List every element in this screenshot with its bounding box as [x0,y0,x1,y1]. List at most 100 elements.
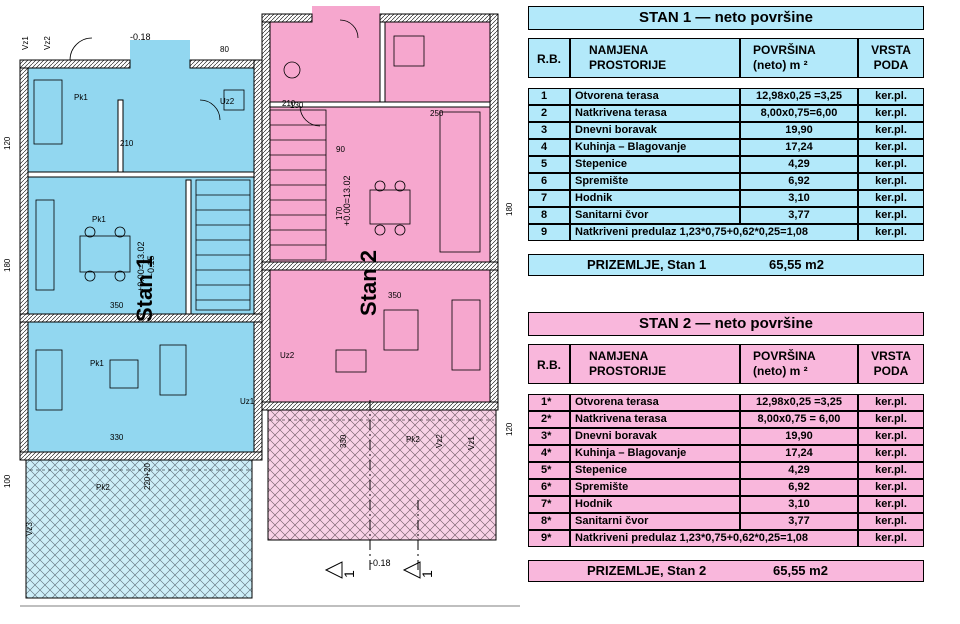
dim-text: 130 [290,101,304,110]
room-tag: Pk1 [90,359,104,368]
header-namjena: NAMJENA PROSTORIJE [570,38,740,78]
cell-area: 19,90 [740,428,858,445]
stan1-area [26,62,260,458]
cell-name: Hodnik [570,496,740,513]
wall-tag: Uz1 [240,397,255,406]
cell-area: 8,00x0,75=6,00 [740,105,858,122]
cell-rb: 3* [528,428,570,445]
stan2-label: Stan 2 [356,250,381,316]
section-mark-right: 1 [419,570,435,578]
wall-tag: Vz2 [435,434,444,448]
cell-name: Hodnik [570,190,740,207]
cell-rb: 5* [528,462,570,479]
cell-area: 6,92 [740,479,858,496]
cell-area: 8,00x0,75 = 6,00 [740,411,858,428]
dim-text: 350 [388,291,402,300]
cell-name: Otvorena terasa [570,394,740,411]
header-rb: R.B. [528,344,570,384]
cell-rb: 7 [528,190,570,207]
cell-name: Kuhinja – Blagovanje [570,139,740,156]
table-row: 9*Natkriveni predulaz 1,23*0,75+0,62*0,2… [528,530,924,547]
cell-name: Stepenice [570,156,740,173]
stan2-entry [312,6,380,24]
dim-text-vertical: 120 [3,136,12,150]
header-vrsta: VRSTA PODA [858,344,924,384]
header-povrsina: POVRŠINA (neto) m ² [740,38,858,78]
cell-floor: ker.pl. [858,173,924,190]
wall-tag: Uz2 [220,97,235,106]
cell-name: Natkrivena terasa [570,411,740,428]
room-tag: Pk2 [96,483,110,492]
dim-text: 330 [110,433,124,442]
elevation-label-c: +0.00=13.02 [342,175,352,226]
cell-name: Stepenice [570,462,740,479]
dim-text: 210 [120,139,134,148]
cell-name: Natkrivena terasa [570,105,740,122]
stan1-table: STAN 1 — neto površine R.B. NAMJENA PROS… [528,6,924,278]
cell-floor: ker.pl. [858,462,924,479]
wall-tag: Vz1 [21,36,30,50]
cell-name: Sanitarni čvor [570,513,740,530]
cell-floor: ker.pl. [858,428,924,445]
stan2-table-title: STAN 2 — neto površine [528,312,924,336]
cell-area: 17,24 [740,445,858,462]
cell-rb: 6* [528,479,570,496]
stan1-table-header: R.B. NAMJENA PROSTORIJE POVRŠINA (neto) … [528,38,924,78]
cell-name: Natkriveni predulaz 1,23*0,75+0,62*0,25=… [570,224,858,241]
cell-floor: ker.pl. [858,139,924,156]
cell-rb: 1* [528,394,570,411]
cell-name: Dnevni boravak [570,428,740,445]
cell-floor: ker.pl. [858,156,924,173]
cell-rb: 2* [528,411,570,428]
cell-floor: ker.pl. [858,207,924,224]
cell-rb: 4* [528,445,570,462]
section-line [324,400,421,579]
cell-floor: ker.pl. [858,88,924,105]
cell-floor: ker.pl. [858,479,924,496]
cell-area: 19,90 [740,122,858,139]
dim-text: 90 [336,145,345,154]
cell-floor: ker.pl. [858,513,924,530]
stan1-terrace [25,457,253,599]
room-tag: Pk1 [92,215,106,224]
dim-text: 80 [220,45,229,54]
stan2-table: STAN 2 — neto površine R.B. NAMJENA PROS… [528,312,924,584]
cell-floor: ker.pl. [858,394,924,411]
room-tag: Pk1 [74,93,88,102]
section-mark-left: 1 [341,570,357,578]
stan1-label: Stan 1 [132,256,157,322]
elevation-label-b: -0.18 [130,32,151,42]
stan1-stairs [195,179,251,311]
cell-area: 3,10 [740,496,858,513]
stan1-total-row: PRIZEMLJE, Stan 1 65,55 m2 [528,254,924,276]
cell-name: Kuhinja – Blagovanje [570,445,740,462]
cell-rb: 5 [528,156,570,173]
stan2-total-value: 65,55 m2 [773,563,828,578]
cell-floor: ker.pl. [858,122,924,139]
cell-area: 4,29 [740,156,858,173]
cell-floor: ker.pl. [858,411,924,428]
header-namjena: NAMJENA PROSTORIJE [570,344,740,384]
cell-rb: 9* [528,530,570,547]
wall-tag: Uz2 [280,351,295,360]
cell-rb: 4 [528,139,570,156]
cell-name: Spremište [570,479,740,496]
header-povrsina: POVRŠINA (neto) m ² [740,344,858,384]
cell-name: Spremište [570,173,740,190]
dim-text-vertical: 100 [3,474,12,488]
cell-floor: ker.pl. [858,190,924,207]
cell-floor: ker.pl. [858,105,924,122]
stan2-total-label: PRIZEMLJE, Stan 2 [587,563,707,578]
cell-rb: 2 [528,105,570,122]
